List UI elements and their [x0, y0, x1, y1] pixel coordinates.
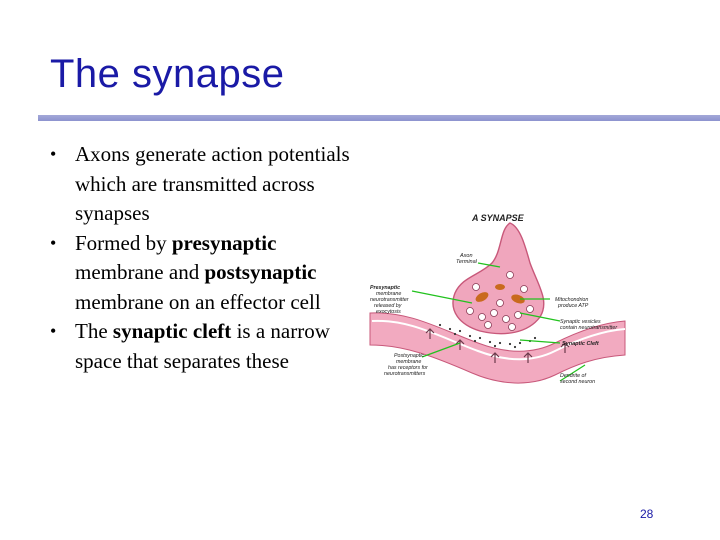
- bullet-item: Formed by presynaptic membrane and posts…: [50, 229, 350, 318]
- bullet-text: Formed by: [75, 230, 172, 255]
- synaptic-vesicles: [466, 271, 534, 331]
- bullet-list: Axons generate action potentials which a…: [50, 140, 350, 376]
- label-synaptic-cleft: Synaptic Cleft: [562, 341, 600, 347]
- leader-lines: [411, 262, 586, 382]
- bullet-item: The synaptic cleft is a narrow space tha…: [50, 317, 350, 376]
- receptors: [425, 328, 570, 363]
- bullet-text: The: [75, 319, 113, 343]
- slide-title: The synapse: [50, 52, 285, 96]
- bullet-text: is a narrow space that separates these: [75, 319, 330, 373]
- bullet-item: Axons generate action potentials which a…: [50, 140, 350, 229]
- postsynaptic-membrane-line: [371, 319, 626, 361]
- bullet-text: Axons generate action potentials which a…: [75, 142, 350, 225]
- axon-terminal-shape: [452, 222, 545, 335]
- bullet-bold-term: synaptic cleft: [112, 319, 232, 343]
- bullet-text: membrane and: [75, 260, 205, 284]
- label-axon-terminal: Axon Terminal: [456, 253, 478, 265]
- title-divider: [38, 115, 720, 121]
- mitochondria: [475, 284, 525, 304]
- label-presynaptic: Presynaptic membrane neurotransmitter re…: [370, 285, 410, 315]
- bullet-text: membrane on an effector cell: [75, 289, 321, 314]
- label-mitochondrion: Mitochondrion produce ATP: [555, 297, 590, 309]
- label-synaptic-vesicles: Synaptic vesicles contain neurotransmitt…: [560, 319, 617, 331]
- label-dendrite: Dendrite of second neuron: [560, 373, 595, 385]
- bullet-bold-term: presynaptic: [171, 230, 277, 255]
- bullet-bold-term: postsynaptic: [204, 260, 317, 284]
- synapse-illustration: A SYNAPSE Axon Terminal Presynaptic memb…: [369, 213, 626, 385]
- dendrite-shape: [369, 312, 626, 384]
- label-postsynaptic: Postsynaptic membrane has receptors for …: [384, 353, 429, 377]
- page-number: 28: [640, 507, 654, 521]
- diagram-title: A SYNAPSE: [471, 213, 525, 223]
- synapse-diagram: A SYNAPSE Axon Terminal Presynaptic memb…: [360, 205, 630, 395]
